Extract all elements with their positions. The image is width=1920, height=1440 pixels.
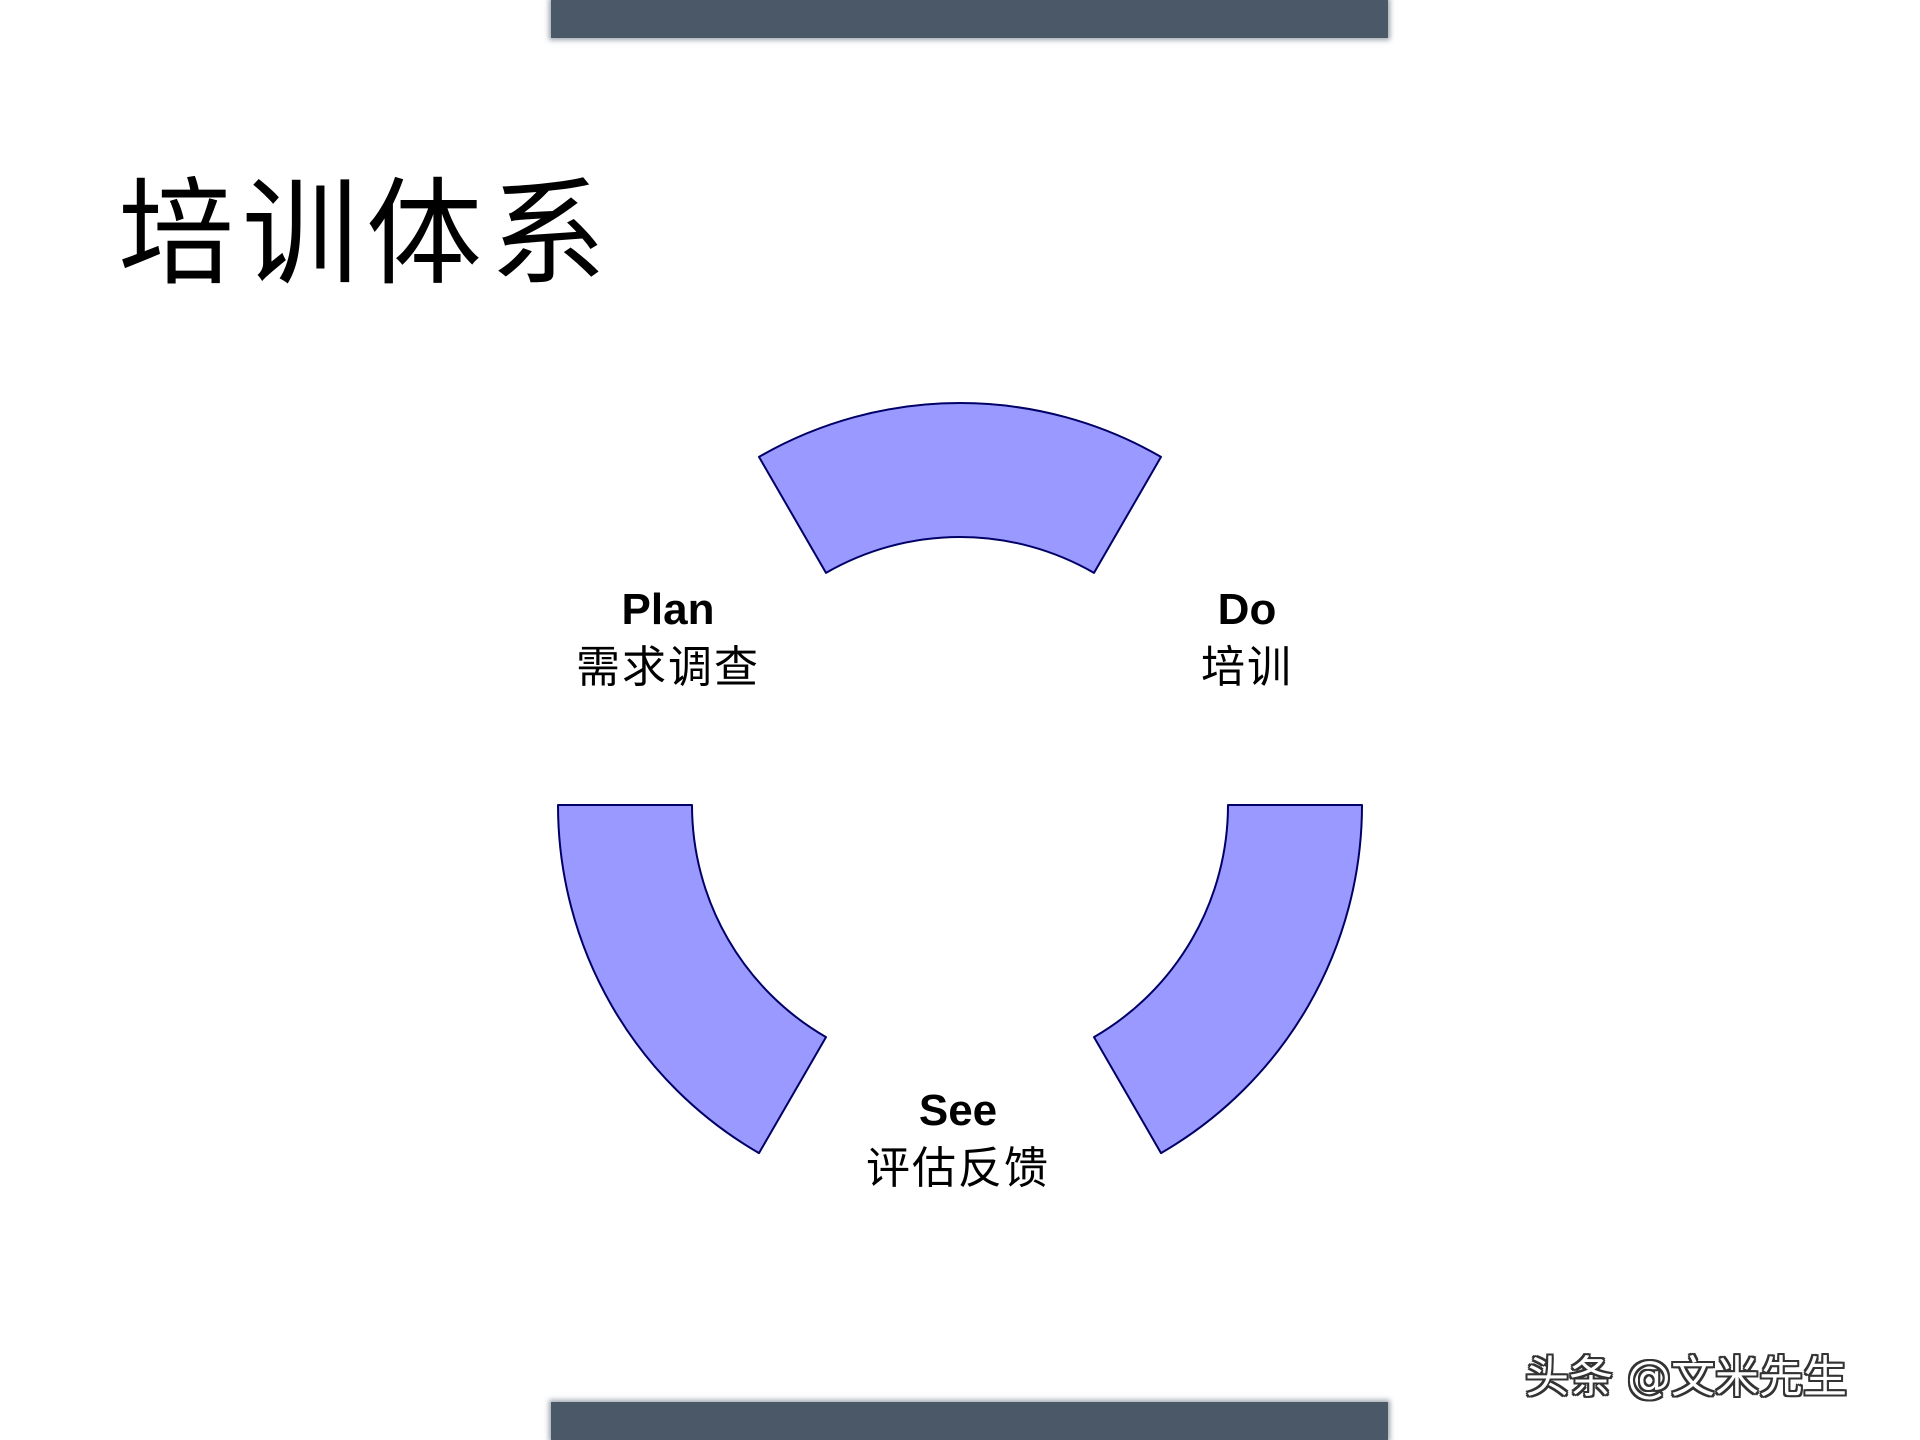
phase-see: See 评估反馈	[808, 1083, 1108, 1199]
slide-title: 培训体系	[118, 167, 614, 302]
top-decoration-bar	[551, 0, 1388, 38]
phase-do-subtitle: 培训	[1201, 642, 1293, 693]
cycle-segment-left	[557, 804, 827, 1155]
cycle-segment-right	[1093, 804, 1363, 1155]
phase-do-title: Do	[1217, 585, 1277, 634]
cycle-segments	[557, 402, 1363, 1155]
phase-plan: Plan 需求调查	[518, 582, 818, 698]
phase-plan-title: Plan	[621, 585, 715, 634]
phase-see-title: See	[918, 1086, 998, 1135]
cycle-segment-top	[758, 402, 1162, 574]
watermark: 头条 @文米先生	[1525, 1352, 1847, 1403]
phase-see-subtitle: 评估反馈	[866, 1143, 1050, 1194]
phase-do: Do 培训	[1097, 582, 1397, 698]
bottom-decoration-bar	[551, 1402, 1388, 1440]
phase-plan-subtitle: 需求调查	[576, 642, 760, 693]
